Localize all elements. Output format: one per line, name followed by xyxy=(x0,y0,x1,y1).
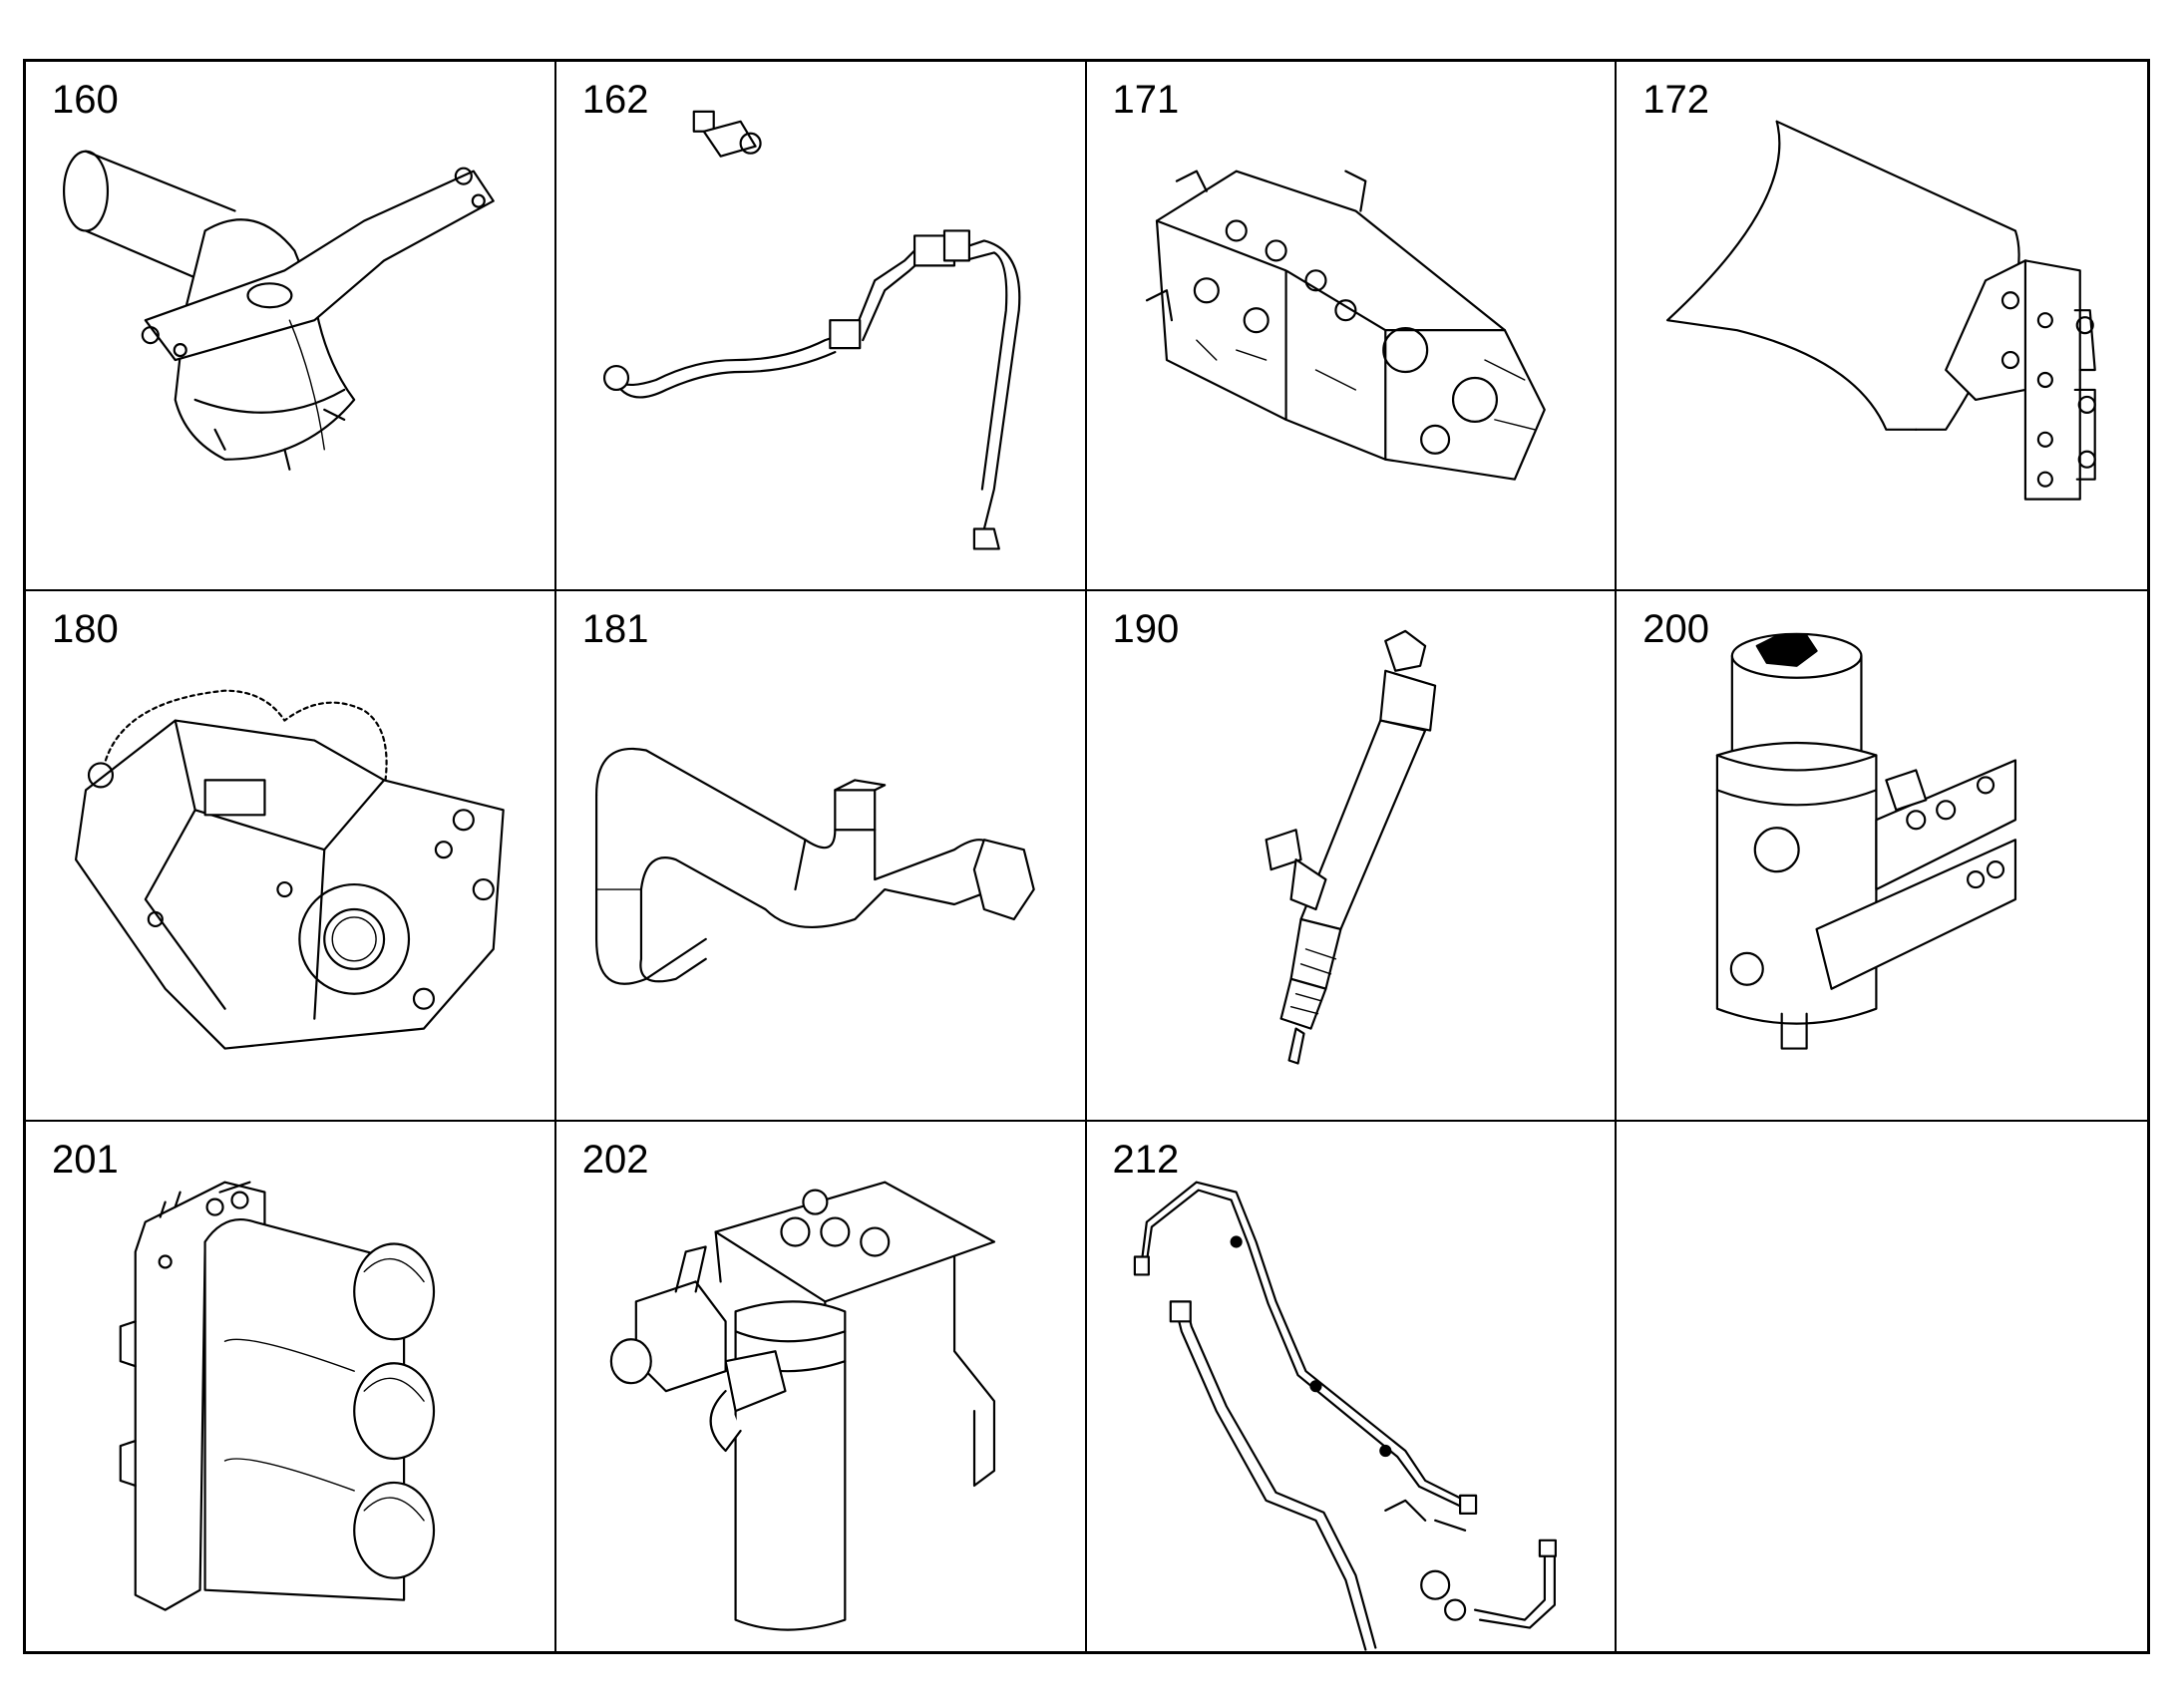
part-cell-201[interactable]: 201 xyxy=(26,1121,556,1651)
fuel-line-icon xyxy=(602,110,1021,550)
fuel-tubes-icon xyxy=(1133,1181,1557,1651)
fuel-filter-icon xyxy=(1716,633,2017,1050)
gear-pump-icon xyxy=(74,689,505,1050)
triple-filter-icon xyxy=(119,1181,436,1611)
empty-cell xyxy=(1617,1122,2147,1651)
part-number: 172 xyxy=(1642,78,1709,122)
part-cell-200[interactable]: 200 xyxy=(1617,591,2147,1122)
bent-pipe-icon xyxy=(594,748,1035,985)
bracket-shield-icon xyxy=(1666,120,2097,501)
injector-icon xyxy=(1265,630,1436,1065)
part-number: 162 xyxy=(581,78,649,122)
part-cell-190[interactable]: 190 xyxy=(1086,591,1618,1122)
filter-bracket-icon xyxy=(609,1181,995,1631)
part-number: 212 xyxy=(1112,1137,1180,1182)
part-cell-162[interactable]: 162 xyxy=(555,62,1087,592)
part-cell-171[interactable]: 171 xyxy=(1086,62,1618,592)
part-cell-212[interactable]: 212 xyxy=(1087,1121,1618,1651)
part-number: 202 xyxy=(581,1137,649,1182)
part-cell-160[interactable]: 160 xyxy=(26,62,556,592)
injection-pump-icon xyxy=(1145,170,1546,481)
part-number: 201 xyxy=(52,1137,119,1182)
pump-housing-icon xyxy=(62,150,495,471)
part-number: 160 xyxy=(52,78,119,122)
part-number: 181 xyxy=(581,607,649,652)
part-number: 190 xyxy=(1112,607,1180,652)
part-number: 180 xyxy=(52,607,119,652)
part-cell-202[interactable]: 202 xyxy=(556,1121,1087,1651)
part-cell-172[interactable]: 172 xyxy=(1617,62,2147,592)
part-number: 200 xyxy=(1642,607,1709,652)
part-cell-181[interactable]: 181 xyxy=(555,591,1087,1122)
part-number: 171 xyxy=(1112,78,1180,122)
part-cell-180[interactable]: 180 xyxy=(26,591,556,1122)
parts-grid: 160 162 xyxy=(23,59,2150,1654)
